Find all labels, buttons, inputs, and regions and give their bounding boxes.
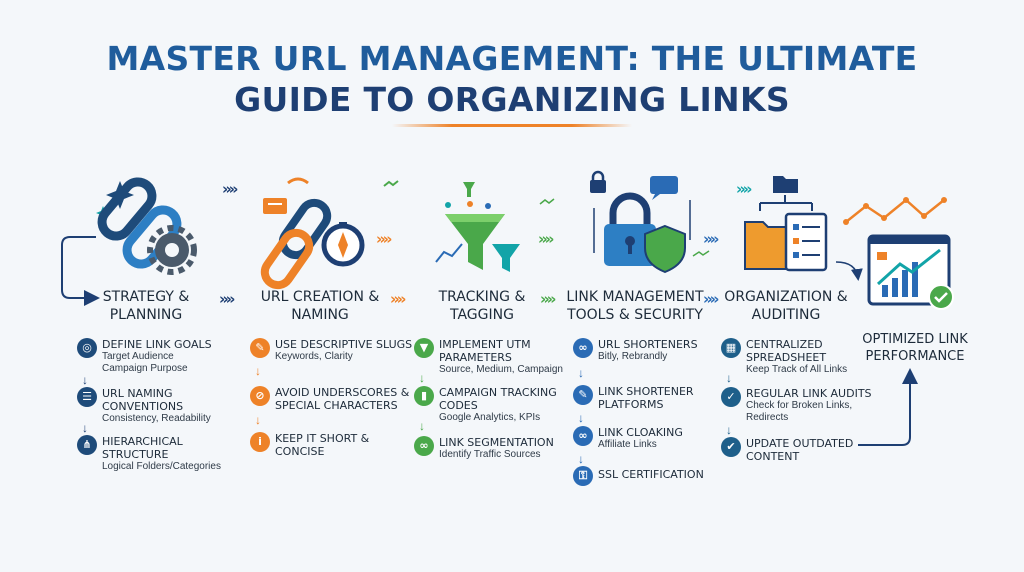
prohibited-icon: ⊘ bbox=[250, 386, 270, 406]
item-title: USE DESCRIPTIVE SLUGS bbox=[275, 338, 413, 351]
arrow-down-icon: ↓ bbox=[578, 366, 584, 380]
arrow-down-icon: ↓ bbox=[419, 371, 425, 385]
edit-icon: ✎ bbox=[573, 385, 593, 405]
item-title: KEEP IT SHORT & CONCISE bbox=[275, 432, 370, 458]
item-subtitle: Logical Folders/Categories bbox=[102, 461, 221, 472]
pencil-icon: ✎ bbox=[250, 338, 270, 358]
item-title: URL NAMING CONVENTIONS bbox=[102, 387, 184, 413]
page-title: MASTER URL MANAGEMENT: THE ULTIMATE GUID… bbox=[0, 38, 1024, 120]
item-subtitle: Bitly, Rebrandly bbox=[598, 351, 668, 362]
item-title: CENTRALIZED SPREADSHEET bbox=[746, 338, 827, 364]
item-title: LINK SHORTENER PLATFORMS bbox=[598, 385, 694, 411]
item-title: REGULAR LINK AUDITS bbox=[746, 387, 872, 400]
arrow-down-icon: ↓ bbox=[255, 364, 261, 378]
item-title: DEFINE LINK GOALS bbox=[102, 338, 212, 351]
funnel-icon bbox=[383, 180, 555, 272]
lock-icon: ⚿ bbox=[573, 466, 593, 486]
arrow-down-icon: ↓ bbox=[82, 373, 88, 387]
list-icon: ☰ bbox=[77, 387, 97, 407]
item-title: AVOID UNDERSCORES & SPECIAL CHARACTERS bbox=[275, 386, 410, 412]
dashboard-chart-icon bbox=[835, 197, 954, 310]
arrow-down-icon: ↓ bbox=[578, 411, 584, 425]
funnel-icon: ▼ bbox=[414, 338, 434, 358]
arrow-down-icon: ↓ bbox=[578, 452, 584, 466]
item-title: SSL CERTIFICATION bbox=[598, 468, 704, 481]
item-subtitle: Affiliate Links bbox=[598, 439, 657, 450]
item-subtitle: Source, Medium, Campaign bbox=[439, 364, 563, 375]
item-subtitle: Target Audience Campaign Purpose bbox=[102, 351, 188, 374]
link-icon: ∞ bbox=[573, 338, 593, 358]
arrow-down-icon: ↓ bbox=[726, 423, 732, 437]
chevron-right-icon: »» bbox=[540, 290, 556, 308]
link-icon: ∞ bbox=[573, 426, 593, 446]
item-subtitle: Keywords, Clarity bbox=[275, 351, 353, 362]
item-subtitle: Google Analytics, KPIs bbox=[439, 412, 541, 423]
chain-compass-icon bbox=[260, 177, 365, 290]
item-subtitle: Consistency, Readability bbox=[102, 413, 211, 424]
item-title: IMPLEMENT UTM PARAMETERS bbox=[439, 338, 531, 364]
info-icon: i bbox=[250, 432, 270, 452]
arrow-down-icon: ↓ bbox=[726, 371, 732, 385]
item-subtitle: Keep Track of All Links bbox=[746, 364, 848, 375]
item-title: CAMPAIGN TRACKING CODES bbox=[439, 386, 557, 412]
chevron-right-icon: »» bbox=[219, 290, 235, 308]
chevron-right-icon: »» bbox=[703, 290, 719, 308]
stage-title-tracking: TRACKING & TAGGING bbox=[438, 289, 526, 323]
item-subtitle: Check for Broken Links, Redirects bbox=[746, 400, 853, 423]
chevron-right-icon: »» bbox=[222, 180, 238, 198]
chevron-right-icon: »» bbox=[538, 230, 554, 248]
item-title: UPDATE OUTDATED CONTENT bbox=[746, 437, 854, 463]
stage-title-tools-security: LINK MANAGEMENT TOOLS & SECURITY bbox=[566, 289, 704, 323]
chain-gear-icon bbox=[96, 177, 197, 275]
final-outcome-title: OPTIMIZED LINK PERFORMANCE bbox=[862, 332, 968, 364]
audit-icon: ✓ bbox=[721, 387, 741, 407]
target-icon: ◎ bbox=[77, 338, 97, 358]
item-title: LINK SEGMENTATION bbox=[439, 436, 554, 449]
stage-title-strategy: STRATEGY & PLANNING bbox=[102, 289, 190, 323]
arrow-down-icon: ↓ bbox=[419, 419, 425, 433]
item-title: URL SHORTENERS bbox=[598, 338, 698, 351]
chevron-right-icon: »» bbox=[390, 290, 406, 308]
check-icon: ✔ bbox=[721, 437, 741, 457]
bar-chart-icon: ▮ bbox=[414, 386, 434, 406]
link-icon: ∞ bbox=[414, 436, 434, 456]
item-title: HIERARCHICAL STRUCTURE bbox=[102, 435, 183, 461]
arrow-down-icon: ↓ bbox=[255, 413, 261, 427]
title-line-2: GUIDE TO ORGANIZING LINKS bbox=[234, 80, 790, 119]
arrow-down-icon: ↓ bbox=[82, 421, 88, 435]
spreadsheet-icon: ▦ bbox=[721, 338, 741, 358]
folder-checklist-icon bbox=[744, 176, 828, 272]
stage-title-organization: ORGANIZATION & AUDITING bbox=[724, 289, 848, 323]
stage-title-url-creation: URL CREATION & NAMING bbox=[260, 289, 380, 323]
chevron-right-icon: »» bbox=[703, 230, 719, 248]
title-underline bbox=[392, 124, 632, 127]
title-line-1: MASTER URL MANAGEMENT: THE ULTIMATE bbox=[106, 39, 918, 78]
chevron-right-icon: »» bbox=[736, 180, 752, 198]
item-subtitle: Identify Traffic Sources bbox=[439, 449, 541, 460]
chevron-right-icon: »» bbox=[376, 230, 392, 248]
hierarchy-icon: ⋔ bbox=[77, 435, 97, 455]
item-title: LINK CLOAKING bbox=[598, 426, 683, 439]
padlock-shield-icon bbox=[590, 170, 710, 274]
